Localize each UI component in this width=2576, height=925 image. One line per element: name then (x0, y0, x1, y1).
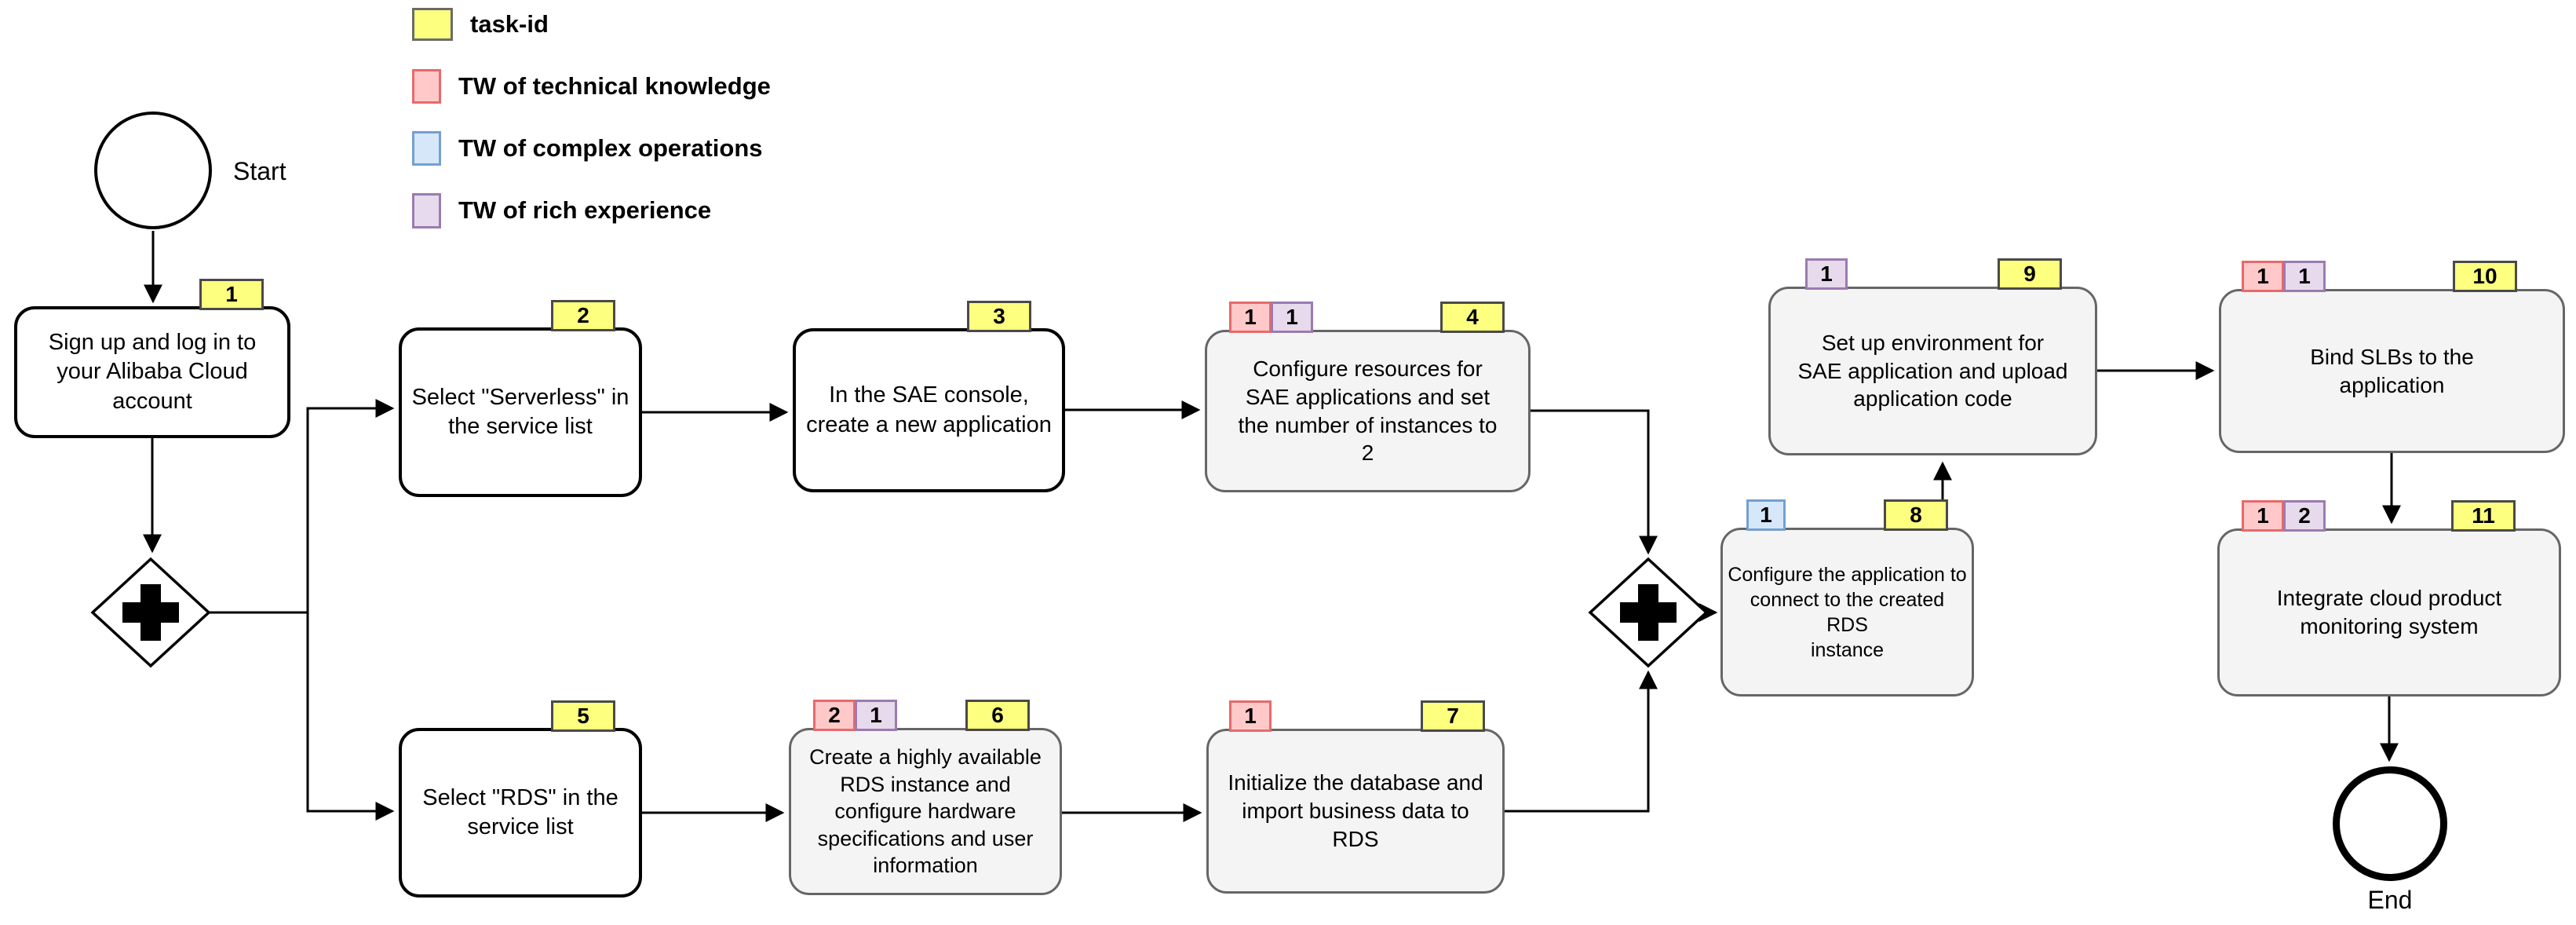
task-11: 1 2 11 Integrate cloud product monitorin… (2217, 500, 2561, 696)
task-id-swatch (412, 8, 453, 41)
task-9: 1 9 Set up environment for SAE applicati… (1768, 258, 2097, 455)
task-11-technical-knowledge-tag: 1 (2242, 500, 2284, 532)
task-3-id-tag: 3 (967, 301, 1031, 332)
task-6-label: Create a highly available RDS instance a… (809, 745, 1042, 878)
end-event-label: End (2367, 886, 2413, 914)
task-11-id-tag: 11 (2451, 500, 2516, 532)
task-7-id-tag: 7 (1421, 700, 1485, 732)
task-1-label: Sign up and log in to your Alibaba Cloud… (48, 330, 257, 414)
task-7-technical-knowledge-tag: 1 (1229, 700, 1272, 732)
task-6-id-tag: 6 (965, 700, 1030, 731)
task-4-rich-experience-tag: 1 (1271, 302, 1313, 333)
task-9-rich-experience-tag: 1 (1805, 258, 1848, 290)
task-2: 2 Select "Serverless" in the service lis… (399, 300, 642, 497)
task-4-technical-knowledge-tag: 1 (1229, 302, 1272, 333)
task-2-id-tag: 2 (551, 300, 615, 331)
task-11-label: Integrate cloud product monitoring syste… (2276, 586, 2502, 638)
task-6: 2 1 6 Create a highly available RDS inst… (789, 700, 1062, 895)
legend-label: TW of rich experience (458, 196, 712, 224)
edge-task7-to-gateway-join (1505, 670, 1658, 813)
start-event-label: Start (233, 157, 286, 185)
start-event (94, 112, 212, 229)
legend-item-complex-operations: TW of complex operations (412, 130, 763, 166)
task-5-label: Select "RDS" in the service list (422, 784, 618, 839)
legend-item-rich-experience: TW of rich experience (412, 192, 711, 229)
task-8-id-tag: 8 (1884, 499, 1948, 531)
parallel-gateway-join (1588, 557, 1709, 668)
task-3: 3 In the SAE console, create a new appli… (793, 301, 1065, 492)
task-3-label: In the SAE console, create a new applica… (806, 382, 1052, 437)
edge-gateway-split-to-task2 (306, 399, 395, 612)
task-5: 5 Select "RDS" in the service list (399, 700, 642, 898)
legend-label: TW of complex operations (458, 134, 763, 162)
task-4-id-tag: 4 (1440, 302, 1505, 333)
end-event (2333, 766, 2447, 881)
task-10: 1 1 10 Bind SLBs to the application (2219, 261, 2565, 453)
task-9-id-tag: 9 (1998, 258, 2062, 290)
plus-icon (1620, 584, 1677, 641)
task-7-label: Initialize the database and import busin… (1228, 770, 1483, 851)
task-10-id-tag: 10 (2453, 261, 2517, 292)
task-1-id-tag: 1 (199, 279, 264, 310)
task-6-technical-knowledge-tag: 2 (813, 700, 856, 731)
complex-operations-swatch (412, 131, 441, 166)
task-4: 1 1 4 Configure resources for SAE applic… (1205, 302, 1531, 492)
edge-task4-to-gateway-join (1531, 409, 1658, 555)
legend-item-technical-knowledge: TW of technical knowledge (412, 68, 771, 104)
task-4-label: Configure resources for SAE applications… (1238, 356, 1498, 466)
task-8: 1 8 Configure the application to connect… (1720, 499, 1974, 696)
technical-knowledge-swatch (412, 69, 441, 104)
task-7: 1 7 Initialize the database and import b… (1206, 700, 1505, 894)
rich-experience-swatch (412, 192, 441, 229)
task-6-rich-experience-tag: 1 (855, 700, 897, 731)
legend-item-task-id: task-id (412, 6, 549, 42)
legend-label: TW of technical knowledge (458, 72, 771, 100)
edge-gateway-split-to-task5 (306, 612, 395, 821)
task-5-id-tag: 5 (551, 700, 615, 732)
task-10-rich-experience-tag: 1 (2283, 261, 2326, 292)
task-8-complex-operations-tag: 1 (1746, 499, 1786, 531)
parallel-gateway-split (90, 557, 211, 668)
task-11-rich-experience-tag: 2 (2283, 500, 2326, 532)
task-10-technical-knowledge-tag: 1 (2242, 261, 2284, 292)
task-9-label: Set up environment for SAE application a… (1797, 330, 2068, 411)
plus-icon (122, 584, 179, 641)
legend-label: task-id (470, 10, 549, 38)
task-2-label: Select "Serverless" in the service list (411, 384, 629, 439)
task-10-label: Bind SLBs to the application (2310, 344, 2474, 397)
task-1: 1 Sign up and log in to your Alibaba Clo… (14, 279, 290, 438)
task-8-label: Configure the application to connect to … (1728, 563, 1967, 661)
